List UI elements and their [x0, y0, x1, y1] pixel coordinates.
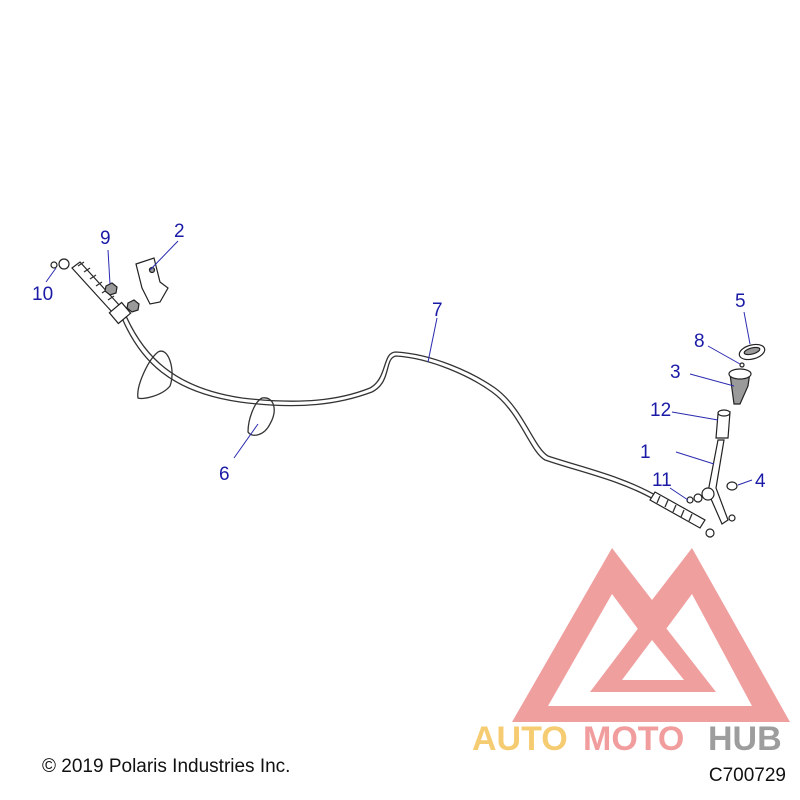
- callout-7: 7: [432, 300, 443, 321]
- callout-5: 5: [735, 291, 746, 312]
- callout-10: 10: [32, 284, 53, 305]
- callout-4: 4: [755, 471, 766, 492]
- shift-knob: [728, 368, 752, 405]
- watermark-triangle-hole: [622, 640, 684, 680]
- watermark-text-hub: HUB: [708, 720, 782, 758]
- callout-8: 8: [694, 331, 705, 352]
- shift-lever-1: [701, 439, 736, 525]
- cable-line-inner: [125, 315, 658, 497]
- callout-11: 11: [652, 470, 672, 491]
- washer-11: [686, 493, 703, 504]
- callout-9: 9: [100, 228, 111, 249]
- cable-line-outer: [121, 317, 656, 501]
- callout-6: 6: [219, 464, 230, 485]
- callout-3: 3: [670, 362, 681, 383]
- copyright-notice: © 2019 Polaris Industries Inc.: [42, 756, 291, 777]
- cable-boot-right: [649, 491, 715, 538]
- watermark-text-auto: AUTO: [472, 720, 568, 758]
- watermark-logo: AUTO MOTO HUB: [472, 548, 790, 758]
- callout-2: 2: [174, 221, 185, 242]
- cable-tie-middle: [247, 397, 275, 436]
- diagram-code: C700729: [708, 765, 786, 786]
- set-screw-8: [739, 362, 745, 368]
- bracket: [135, 257, 169, 305]
- lever-sleeve-12: [715, 409, 731, 439]
- shift-cable: [50, 258, 715, 538]
- bushing-4: [726, 481, 738, 491]
- leader-lines: [45, 240, 753, 501]
- cable-boot-left: [50, 258, 132, 325]
- shift-knob-cap: [738, 343, 766, 361]
- callout-1: 1: [640, 442, 651, 463]
- nut-9: [104, 282, 140, 313]
- watermark-text-moto: MOTO: [583, 720, 684, 758]
- cable-tie-left: [137, 350, 173, 400]
- callout-12: 12: [650, 400, 671, 421]
- callouts: 1 2 3 4 5 6 7 8 9 10 11 12: [32, 221, 766, 492]
